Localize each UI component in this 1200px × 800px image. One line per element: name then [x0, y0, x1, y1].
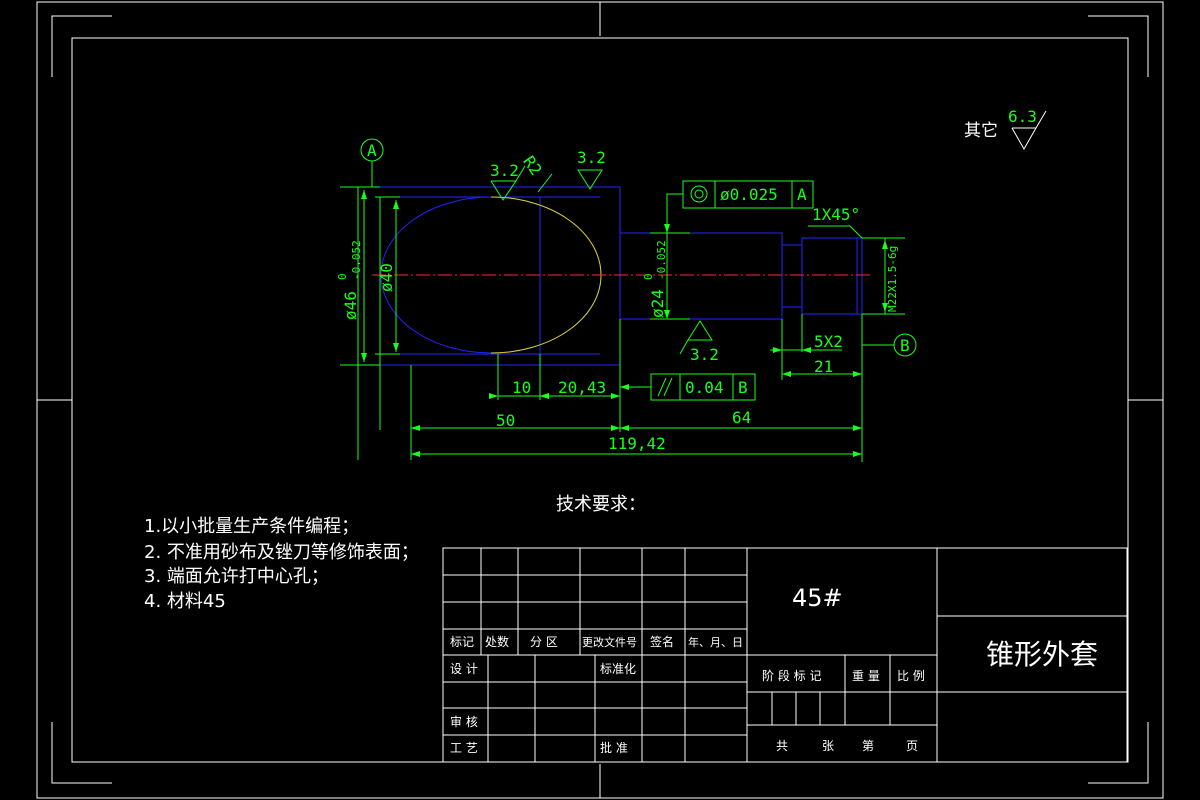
- svg-text:技术要求：: 技术要求：: [556, 494, 646, 515]
- svg-text:0.04: 0.04: [685, 378, 724, 397]
- coaxiality-frame: ø0.025 A: [666, 180, 814, 233]
- svg-text:5X2: 5X2: [814, 332, 843, 351]
- svg-text:分 区: 分 区: [530, 635, 558, 649]
- svg-text:批 准: 批 准: [600, 740, 628, 755]
- fillet-r2: R2: [519, 152, 553, 193]
- dim-total: 119,42: [411, 434, 862, 455]
- svg-text:B: B: [738, 378, 748, 397]
- svg-text:张: 张: [822, 739, 834, 753]
- dim-21: 21: [782, 357, 862, 376]
- technical-requirements: 技术要求： 1.以小批量生产条件编程； 2. 不准用砂布及锉刀等修饰表面； 3.…: [144, 494, 646, 612]
- svg-text:3.2: 3.2: [577, 148, 606, 167]
- svg-text:45#: 45#: [792, 584, 843, 612]
- chamfer-callout: 1X45°: [808, 205, 863, 239]
- svg-text:0: 0: [336, 273, 349, 280]
- svg-text:3.2: 3.2: [490, 161, 519, 180]
- dim-50: 50: [411, 411, 620, 430]
- svg-text:页: 页: [906, 739, 918, 753]
- part-outline: [357, 186, 863, 366]
- roughness-2: 3.2: [577, 148, 606, 190]
- svg-text:21: 21: [814, 357, 833, 376]
- parallelism-frame: 0.04 B: [620, 373, 756, 401]
- svg-text:标记: 标记: [450, 635, 474, 649]
- svg-text:M22X1.5-6g: M22X1.5-6g: [886, 246, 899, 312]
- svg-text:64: 64: [732, 408, 751, 427]
- datum-a: A: [360, 138, 384, 187]
- svg-text:0: 0: [642, 273, 655, 280]
- svg-text:阶 段 标 记: 阶 段 标 记: [762, 668, 821, 683]
- dim-d46: ø46 0 -0.052: [336, 190, 365, 362]
- title-block: 标记 处数 分 区 更改文件号 签名 年、月、日 设 计 标准化 审 核 工 艺…: [442, 547, 1128, 763]
- svg-text:3.2: 3.2: [690, 345, 719, 364]
- svg-text:10: 10: [512, 378, 531, 397]
- svg-text:50: 50: [496, 411, 515, 430]
- general-roughness: 其它 6.3: [964, 107, 1047, 151]
- svg-text:审 核: 审 核: [450, 714, 478, 729]
- dim-groove: 5X2: [770, 332, 843, 351]
- datum-b: B: [862, 333, 917, 357]
- sheet-frame: [36, 1, 1164, 799]
- svg-text:-0.052: -0.052: [655, 240, 668, 280]
- svg-text:重 量: 重 量: [852, 669, 880, 683]
- dim-d24: ø24 0 -0.052: [642, 198, 668, 318]
- dim-64: 64: [620, 408, 862, 429]
- svg-text:锥形外套: 锥形外套: [986, 638, 1098, 671]
- svg-text:2. 不准用砂布及锉刀等修饰表面；: 2. 不准用砂布及锉刀等修饰表面；: [144, 542, 419, 563]
- svg-text:B: B: [900, 336, 910, 355]
- svg-text:A: A: [367, 141, 377, 160]
- svg-text:20,43: 20,43: [558, 378, 606, 397]
- dim-thread: M22X1.5-6g: [884, 238, 899, 314]
- svg-text:119,42: 119,42: [608, 434, 666, 453]
- roughness-3: 3.2: [679, 320, 719, 364]
- svg-text:1.以小批量生产条件编程；: 1.以小批量生产条件编程；: [144, 516, 359, 537]
- svg-text:3. 端面允许打中心孔；: 3. 端面允许打中心孔；: [144, 566, 329, 587]
- svg-text:比 例: 比 例: [897, 669, 925, 683]
- svg-text:ø24: ø24: [648, 289, 667, 318]
- arrowheads: [361, 190, 888, 457]
- svg-text:工 艺: 工 艺: [450, 741, 478, 755]
- svg-text:签名: 签名: [650, 634, 674, 649]
- svg-text:共: 共: [776, 739, 788, 753]
- svg-text:第: 第: [862, 739, 874, 753]
- svg-text:6.3: 6.3: [1008, 107, 1037, 126]
- svg-text:ø0.025: ø0.025: [720, 185, 778, 204]
- svg-text:4. 材料45: 4. 材料45: [144, 591, 226, 612]
- svg-text:其它: 其它: [964, 121, 998, 141]
- dim-2043: 20,43: [540, 378, 620, 397]
- svg-text:处数: 处数: [485, 634, 509, 649]
- svg-text:A: A: [797, 185, 807, 204]
- svg-text:设 计: 设 计: [450, 662, 478, 676]
- extension-lines: [340, 186, 905, 462]
- svg-text:年、月、日: 年、月、日: [688, 635, 743, 649]
- dim-d40: ø40: [377, 200, 397, 352]
- svg-text:R2: R2: [519, 152, 546, 179]
- roughness-1: 3.2: [490, 161, 526, 201]
- dim-10: 10: [498, 378, 540, 397]
- svg-text:标准化: 标准化: [600, 662, 636, 676]
- svg-text:更改文件号: 更改文件号: [582, 635, 637, 649]
- svg-text:ø46: ø46: [341, 291, 360, 320]
- svg-text:1X45°: 1X45°: [812, 205, 860, 224]
- svg-text:ø40: ø40: [377, 263, 396, 292]
- svg-text:-0.052: -0.052: [350, 240, 363, 280]
